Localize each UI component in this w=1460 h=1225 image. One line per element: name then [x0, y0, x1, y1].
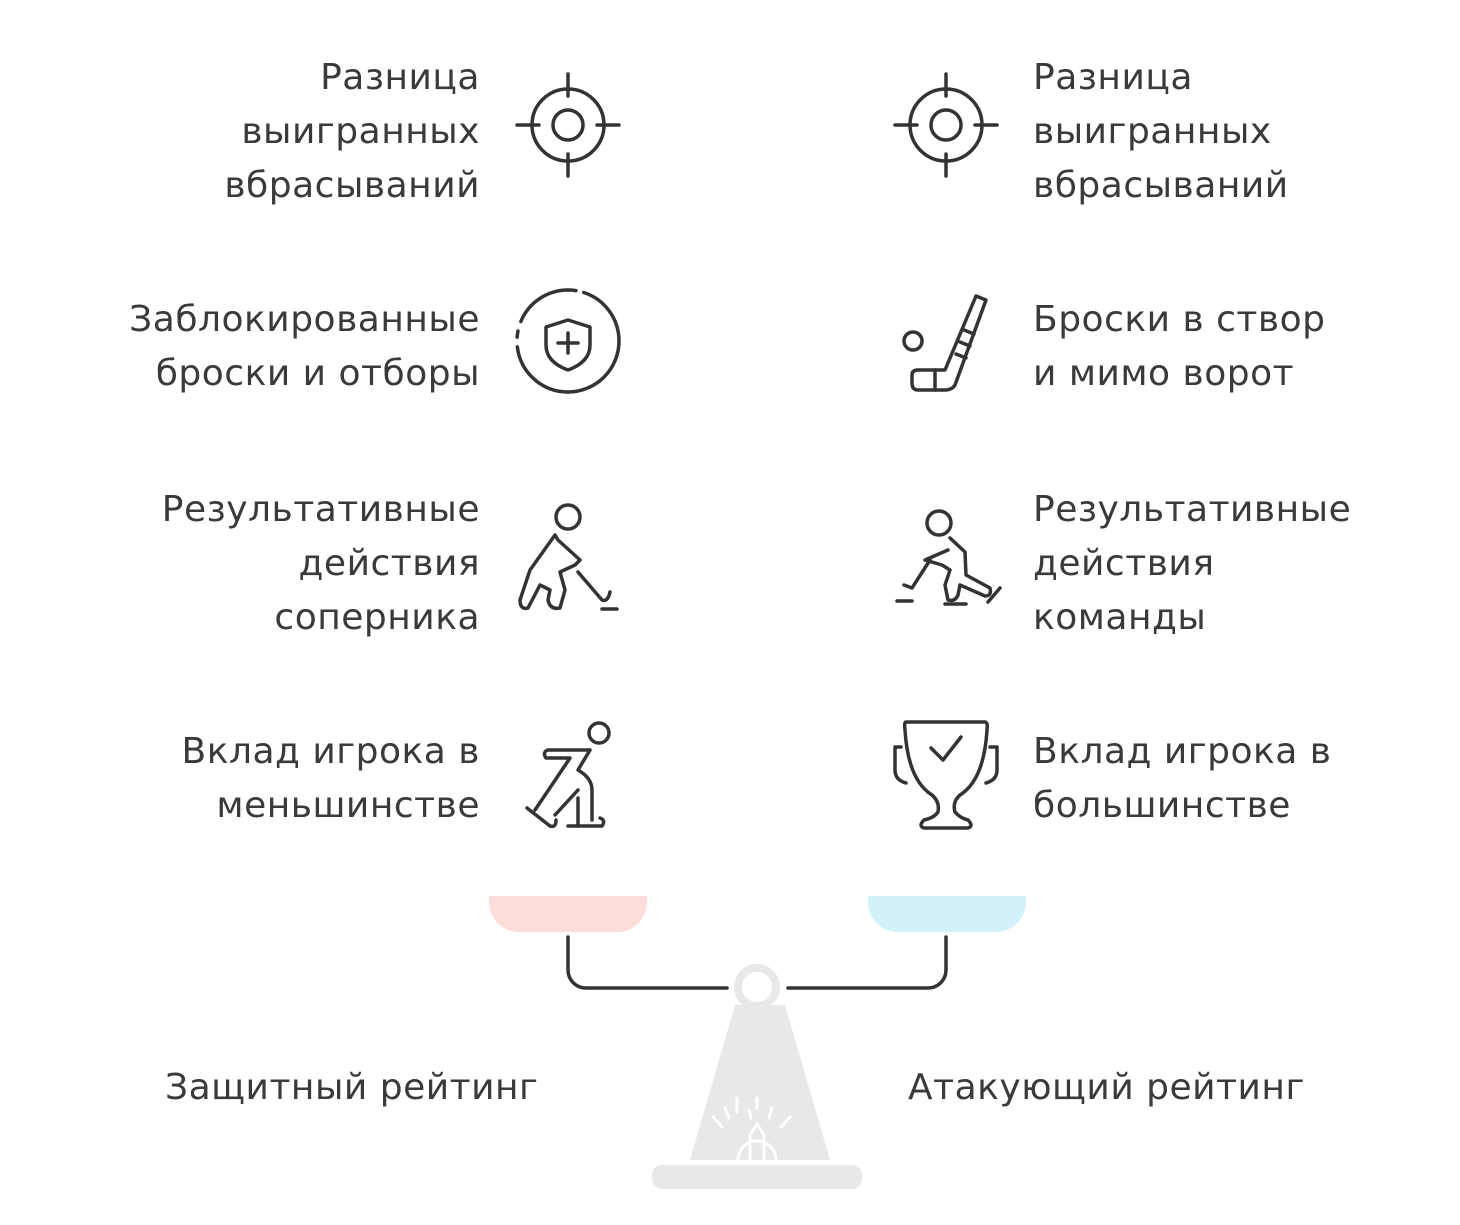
defensive-rating-label: Защитный рейтинг [165, 1067, 539, 1108]
scale-foot [652, 1165, 862, 1189]
left-item-faceoff-diff: Разница выигранных вбрасываний [224, 51, 480, 213]
balance-scale [489, 896, 1026, 1189]
text-line: Результативные [161, 489, 480, 530]
right-item-faceoff-diff: Разница выигранных вбрасываний [1033, 51, 1289, 213]
text-line: меньшинстве [216, 785, 480, 826]
right-item-shots: Броски в створ и мимо ворот [1033, 293, 1325, 401]
text-line: и мимо ворот [1033, 353, 1295, 394]
text-line: Разница [320, 57, 480, 98]
hockey-stick-icon [902, 294, 988, 392]
text-line: Заблокированные [129, 299, 480, 340]
text-line: Вклад игрока в [1033, 731, 1332, 772]
text-line: выигранных [1033, 111, 1272, 152]
text-line: действия [1033, 543, 1215, 584]
right-pan [868, 896, 1026, 932]
left-item-blocked-shots: Заблокированные броски и отборы [129, 293, 480, 401]
trophy-icon [893, 720, 999, 830]
text-line: действия [298, 543, 480, 584]
text-line: команды [1033, 597, 1207, 638]
target-icon [893, 72, 999, 178]
text-line: вбрасываний [224, 165, 480, 206]
shield-icon [515, 288, 621, 394]
attacking-rating-label: Атакующий рейтинг [908, 1067, 1305, 1108]
text-line: соперника [274, 597, 480, 638]
text-line: выигранных [241, 111, 480, 152]
right-item-team-actions: Результативные действия команды [1033, 483, 1351, 645]
target-icon [515, 72, 621, 178]
scale-pivot [734, 964, 780, 1010]
lamp-icon [711, 1096, 792, 1162]
skater-icon [525, 721, 611, 829]
right-item-powerplay: Вклад игрока в большинстве [1033, 725, 1332, 833]
text-line: большинстве [1033, 785, 1291, 826]
text-line: Броски в створ [1033, 299, 1326, 340]
hockey-player-icon [895, 509, 1002, 606]
text-line: Результативные [1033, 489, 1352, 530]
text-line: Вклад игрока в [181, 731, 480, 772]
left-pan [489, 896, 647, 932]
scale-base [690, 1005, 830, 1160]
text-line: вбрасываний [1033, 165, 1289, 206]
text-line: броски и отборы [155, 353, 480, 394]
scale-beam [566, 935, 948, 990]
left-item-opponent-actions: Результативные действия соперника [162, 483, 480, 645]
left-item-shorthanded: Вклад игрока в меньшинстве [182, 725, 481, 833]
hockey-player-icon [518, 503, 619, 611]
text-line: Разница [1033, 57, 1193, 98]
